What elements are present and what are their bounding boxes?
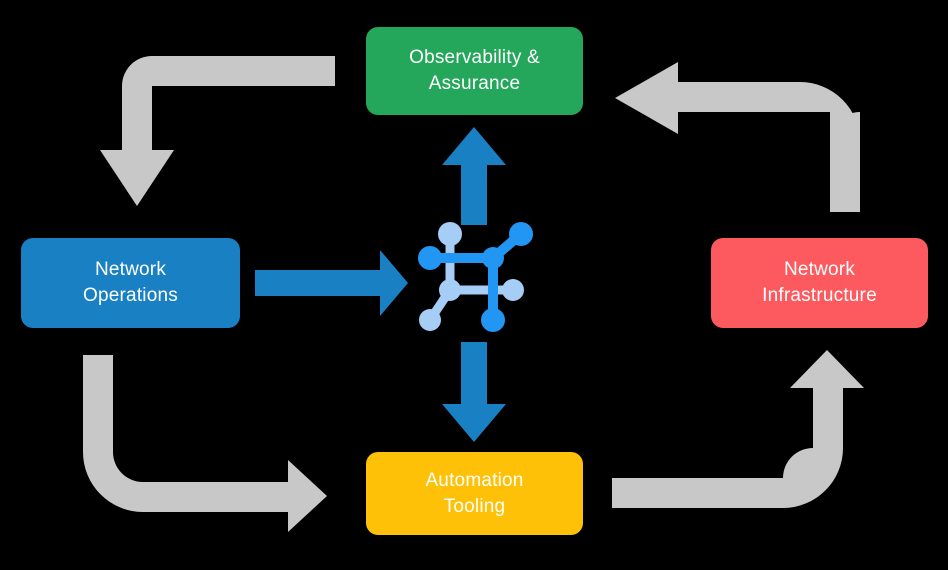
arrow-operations-to-automation: [83, 355, 327, 532]
network-topology-icon: [418, 222, 533, 332]
arrow-automation-to-infrastructure: [612, 350, 864, 508]
box-observability-assurance[interactable]: Observability & Assurance: [366, 27, 583, 115]
box-network-operations[interactable]: Network Operations: [21, 238, 240, 328]
box-automation-tooling-label: Automation Tooling: [425, 469, 524, 517]
box-network-infrastructure-label: Network Infrastructure: [762, 259, 877, 306]
box-observability-label: Observability & Assurance: [409, 47, 540, 94]
box-automation-tooling[interactable]: Automation Tooling: [366, 452, 583, 535]
arrow-center-to-automation: [442, 342, 506, 442]
arrow-infrastructure-to-observability: [800, 52, 948, 212]
box-network-infrastructure[interactable]: Network Infrastructure: [711, 238, 928, 328]
arrow-center-to-observability: [442, 127, 506, 225]
arrow-infrastructure-corner-fill: [830, 112, 860, 142]
arrow-operations-to-center: [255, 250, 408, 316]
arrow-observability-to-operations: [100, 56, 335, 206]
arrow-infrastructure-to-observability-shape: [615, 62, 860, 212]
box-network-operations-label: Network Operations: [83, 259, 178, 306]
